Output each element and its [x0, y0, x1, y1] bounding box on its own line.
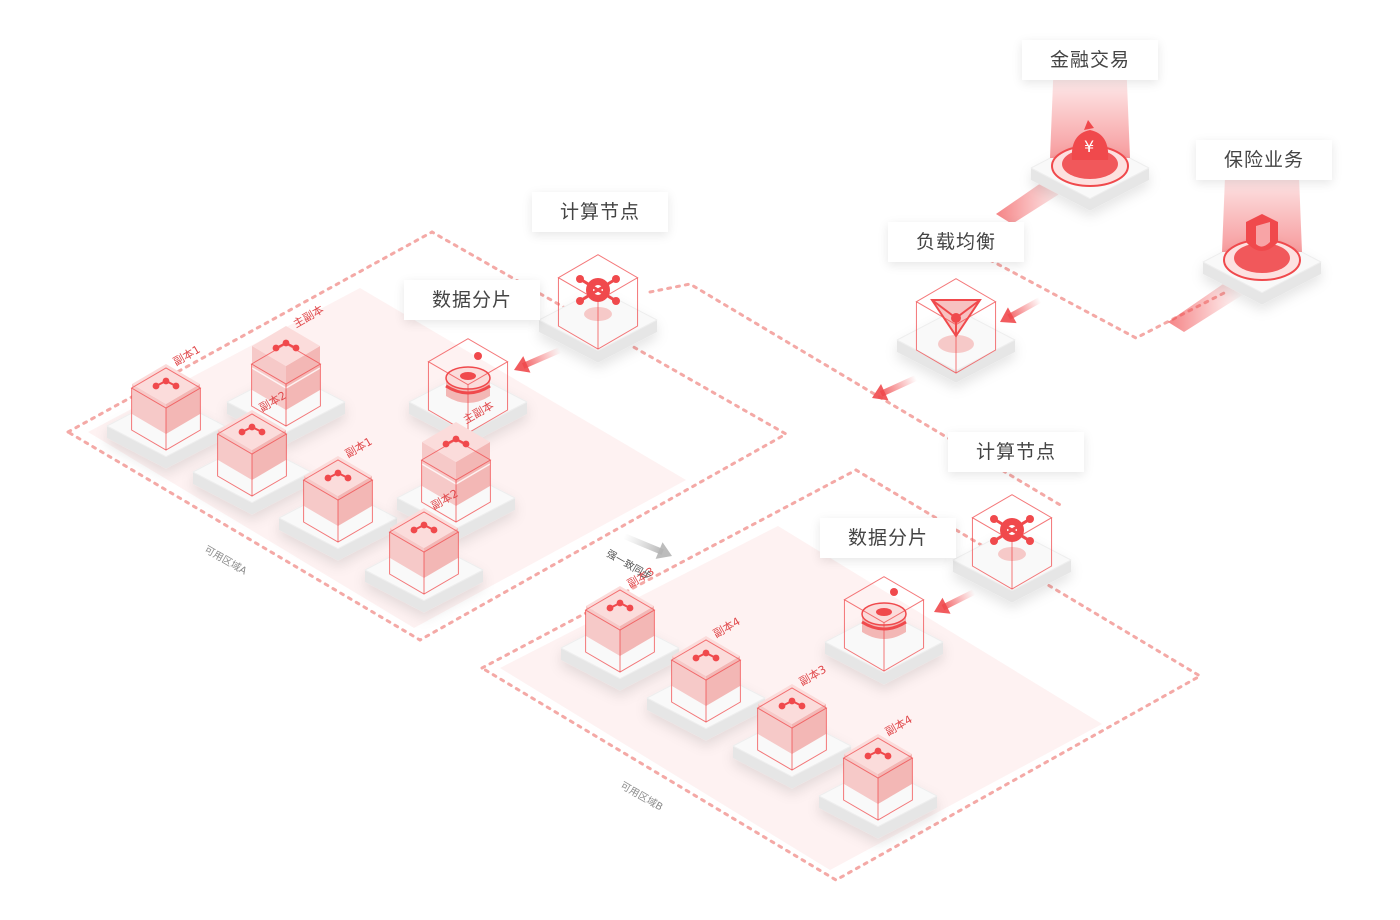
shield-icon — [1246, 214, 1278, 251]
glow-beam — [1050, 58, 1130, 158]
arrow-sync — [622, 533, 672, 559]
finance-node: ¥ — [1050, 58, 1130, 187]
share-node-icon — [442, 435, 470, 448]
data-shard-a — [445, 352, 491, 403]
replica-a-3: 副本2 — [218, 388, 289, 480]
compute-b-outline — [971, 494, 1053, 590]
arrow-compute-a-to-shard — [514, 347, 562, 373]
svg-text:¥: ¥ — [1084, 137, 1094, 156]
label-finance: 金融交易 — [1022, 40, 1158, 80]
label-insurance: 保险业务 — [1196, 140, 1332, 180]
load-balancer-outline — [915, 278, 997, 374]
replica-a-4-outline — [302, 459, 374, 543]
replica-b-1-outline — [584, 589, 656, 673]
share-node-icon — [152, 377, 180, 390]
compute-a-outline — [557, 254, 639, 350]
zone-a-boundary — [64, 230, 790, 642]
share-node-icon — [778, 697, 806, 710]
arrow-insurance-to-lb — [999, 297, 1042, 324]
replica-a-5: 主副本 — [421, 398, 496, 506]
arrow-layer — [514, 297, 1042, 614]
arrow-compute-b-to-shard — [933, 589, 976, 614]
shard-b-outline — [843, 576, 925, 672]
connector-lb-to-zone-b — [648, 282, 1064, 508]
replica-a-5-outline — [420, 439, 492, 523]
replica-a-3-outline — [216, 413, 288, 497]
label-compute-a: 计算节点 — [532, 192, 668, 232]
label-shard-a: 数据分片 — [404, 280, 540, 320]
replica-a-6-outline — [388, 511, 460, 595]
label-shard-b: 数据分片 — [820, 518, 956, 558]
share-node-icon — [410, 521, 438, 534]
money-bag-icon: ¥ — [1071, 120, 1109, 160]
label-load-balance: 负载均衡 — [888, 222, 1024, 262]
replica-a-4: 副本1 — [304, 434, 375, 526]
replica-a-2-outline — [250, 343, 322, 427]
replica-label: 副本1 — [171, 342, 203, 369]
zone-a — [64, 230, 790, 642]
share-node-icon — [238, 423, 266, 436]
arrow-lb-to-compute — [871, 375, 918, 401]
share-node-icon — [324, 469, 352, 482]
replica-a-2: 主副本 — [251, 302, 326, 410]
platform-layer — [106, 136, 1322, 839]
share-node-icon — [864, 747, 892, 760]
share-node-icon — [606, 599, 634, 612]
replica-b-4-outline — [842, 737, 914, 821]
label-compute-b: 计算节点 — [948, 432, 1084, 472]
database-icon — [445, 352, 491, 403]
zone-b-boundary — [478, 468, 1203, 882]
replica-b-2-outline — [670, 639, 742, 723]
insurance-trail — [1168, 282, 1244, 332]
replica-b-3-outline — [756, 687, 828, 771]
zone-a-floor — [88, 288, 686, 628]
replica-a-1-outline — [130, 367, 202, 451]
share-node-icon — [692, 649, 720, 662]
